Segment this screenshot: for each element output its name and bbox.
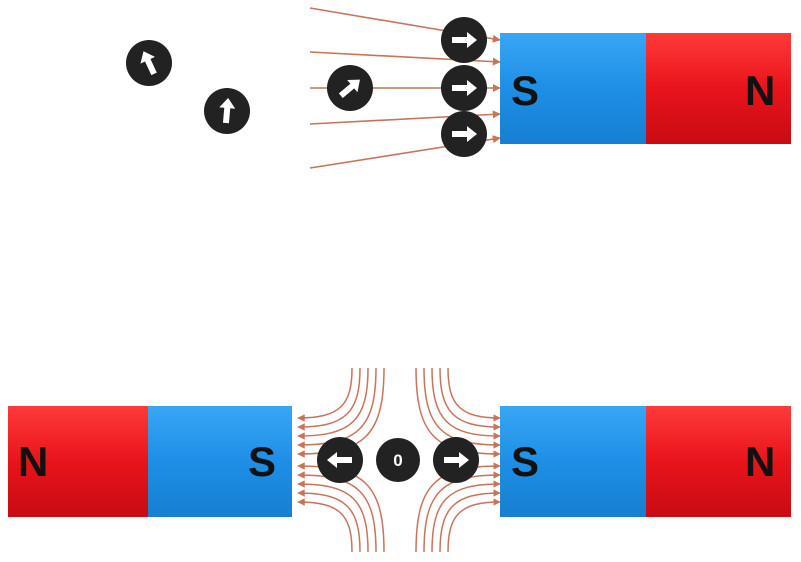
zero-field-compass: 0: [376, 438, 420, 482]
north-pole: [646, 33, 791, 144]
zero-label: 0: [393, 451, 402, 470]
bottom-panel: N S S N 0: [8, 367, 791, 553]
south-pole: [148, 406, 292, 517]
field-line: [423, 367, 501, 449]
field-line: [297, 489, 361, 553]
field-line: [297, 471, 377, 553]
compass-icon: [126, 40, 172, 86]
field-line: [297, 367, 369, 440]
field-line: [297, 367, 353, 422]
field-line: [439, 489, 501, 553]
field-line: [447, 498, 501, 553]
field-line: [297, 480, 369, 553]
compass-icon: [317, 437, 363, 483]
right-bar-magnet: S N: [500, 406, 791, 517]
field-line: [297, 367, 377, 449]
north-pole-label: N: [18, 438, 48, 485]
field-line: [447, 367, 501, 422]
south-pole-label: S: [511, 67, 539, 114]
north-pole: [646, 406, 791, 517]
north-pole-label: N: [745, 438, 775, 485]
bottom-field-lines: [297, 367, 501, 553]
compass-icon: [441, 65, 487, 111]
top-panel: S N: [126, 7, 791, 169]
top-compasses: [126, 17, 487, 157]
south-pole: [500, 406, 646, 517]
top-bar-magnet: S N: [500, 33, 791, 144]
north-pole: [8, 406, 148, 517]
north-pole-label: N: [745, 67, 775, 114]
field-line: [415, 462, 501, 553]
south-pole-label: S: [511, 438, 539, 485]
compass-icon: [204, 88, 250, 134]
south-pole: [500, 33, 646, 144]
left-bar-magnet: N S: [8, 406, 292, 517]
compass-icon: [327, 65, 373, 111]
compass-icon: [433, 437, 479, 483]
field-line: [439, 367, 501, 431]
field-line: [431, 367, 501, 440]
field-line: [297, 498, 353, 553]
field-line: [297, 367, 361, 431]
field-line: [431, 480, 501, 553]
bottom-compasses: 0: [317, 437, 479, 483]
compass-icon: [441, 17, 487, 63]
field-line: [415, 367, 501, 458]
south-pole-label: S: [248, 438, 276, 485]
compass-icon: [441, 111, 487, 157]
field-line: [423, 471, 501, 553]
